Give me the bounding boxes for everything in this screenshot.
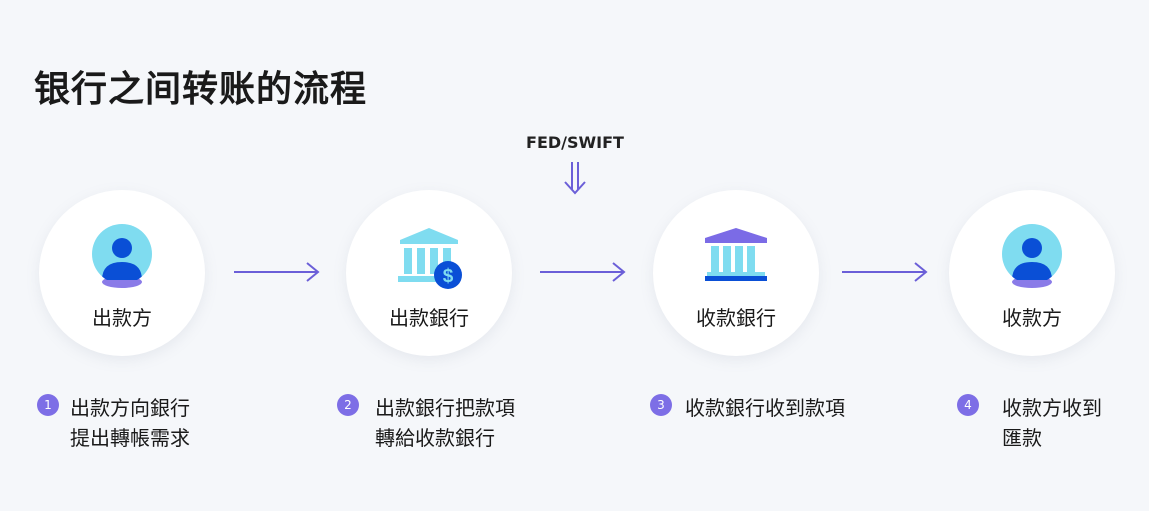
bank-dollar-icon: $ [398, 228, 462, 289]
step-number-badge: 4 [957, 394, 979, 416]
node-payee: 收款方 [949, 190, 1115, 356]
step-number-badge: 1 [37, 394, 59, 416]
person-icon [1002, 224, 1062, 288]
step-text: 收款銀行收到款項 [685, 393, 845, 423]
node-receiving-bank: 收款銀行 [653, 190, 819, 356]
arrow-right-icon [540, 262, 626, 282]
node-label: 收款銀行 [696, 306, 776, 330]
svg-text:$: $ [443, 266, 454, 287]
node-label: 出款方 [92, 306, 152, 330]
step-line: 提出轉帳需求 [70, 426, 190, 450]
step-line: 轉給收款銀行 [375, 426, 495, 450]
person-icon [92, 224, 152, 288]
step-text: 出款方向銀行 提出轉帳需求 [70, 393, 190, 453]
bank-icon [705, 228, 767, 281]
step-line: 收款銀行收到款項 [685, 396, 845, 420]
double-down-arrow-icon [564, 162, 586, 195]
arrow-right-icon [234, 262, 320, 282]
step-line: 出款銀行把款項 [375, 396, 515, 420]
node-payer: 出款方 [39, 190, 205, 356]
node-label: 出款銀行 [389, 306, 469, 330]
step-text: 出款銀行把款項 轉給收款銀行 [375, 393, 515, 453]
step-line: 出款方向銀行 [70, 396, 190, 420]
node-label: 收款方 [1002, 306, 1062, 330]
step-line: 匯款 [1002, 426, 1042, 450]
step-number-badge: 3 [650, 394, 672, 416]
step-text: 收款方收到 匯款 [1002, 393, 1102, 453]
node-sending-bank: $ 出款銀行 [346, 190, 512, 356]
page-title: 银行之间转账的流程 [34, 69, 368, 110]
arrow-right-icon [842, 262, 928, 282]
step-line: 收款方收到 [1002, 396, 1102, 420]
step-number-badge: 2 [337, 394, 359, 416]
gateway-label: FED/SWIFT [526, 133, 624, 152]
